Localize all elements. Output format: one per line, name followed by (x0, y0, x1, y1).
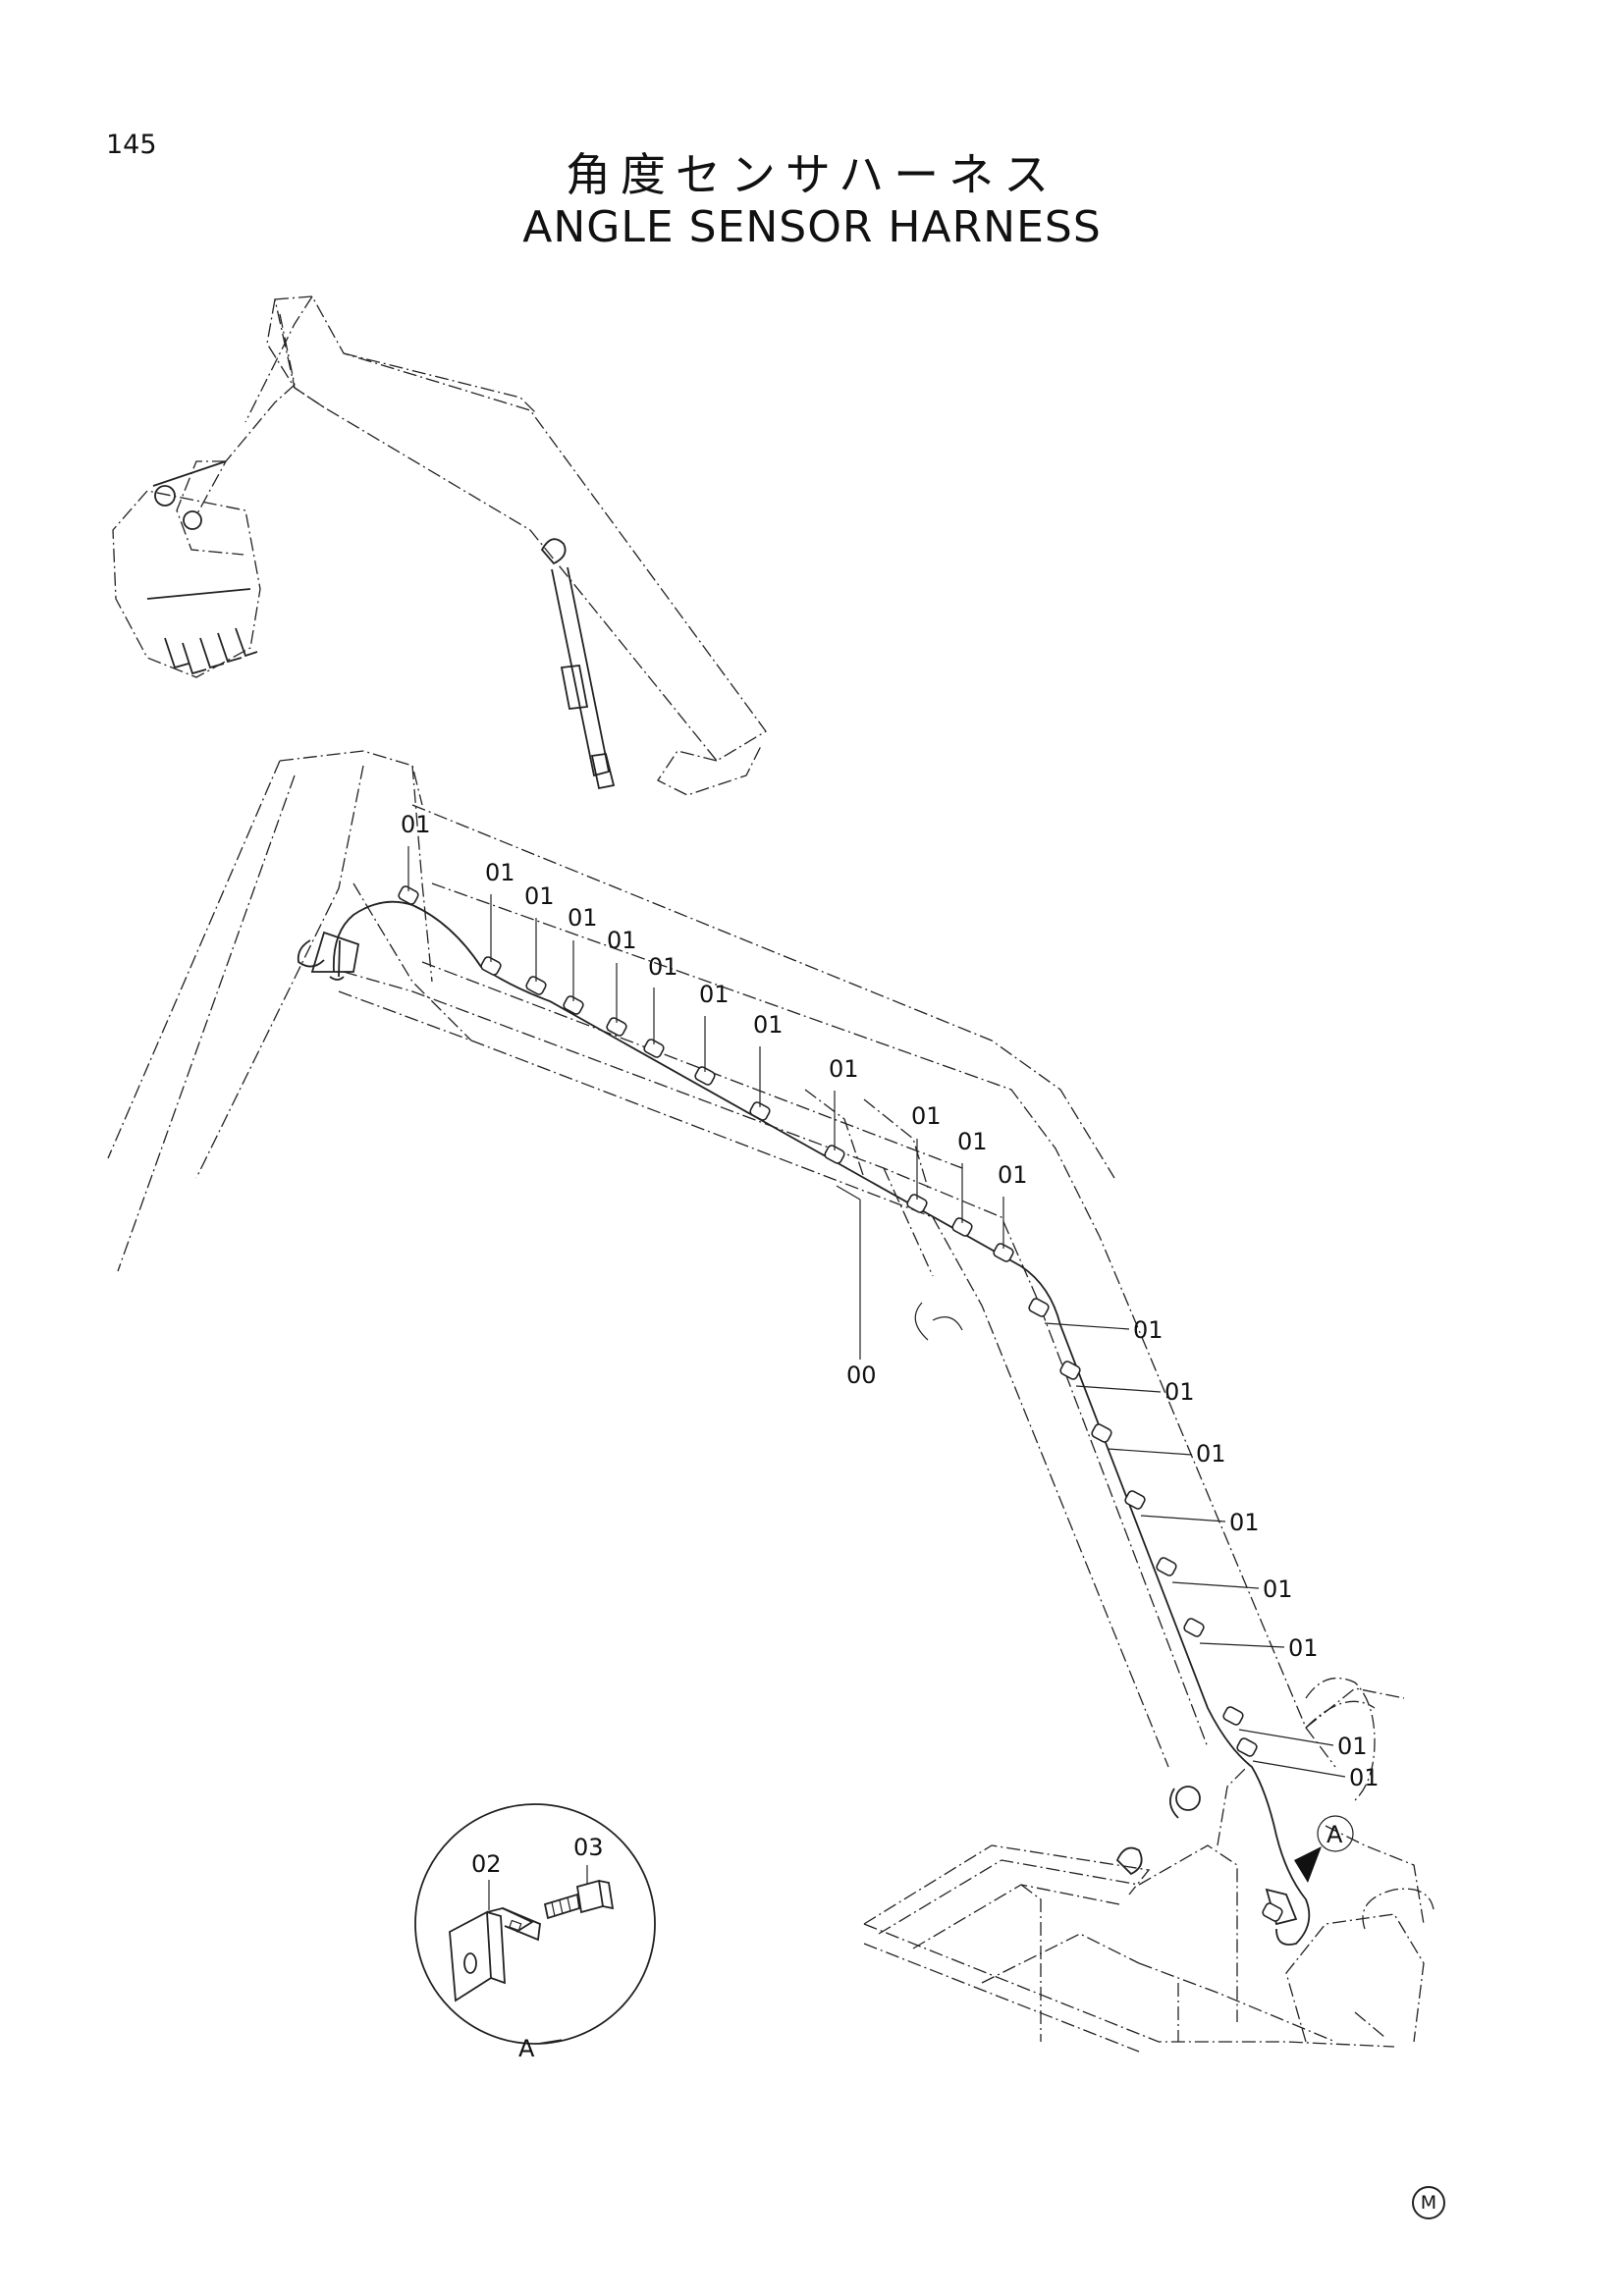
clip-leader-line (1075, 1385, 1162, 1393)
clip-leader-line (1107, 1448, 1193, 1456)
boom-body (107, 750, 1405, 1768)
page-number: 145 (106, 130, 157, 160)
harness-clip (951, 1217, 973, 1237)
callout-clip: 01 (753, 1011, 784, 1039)
callout-harness: 00 (846, 1362, 877, 1389)
clip-markers (398, 885, 1283, 1922)
callout-clip: 01 (699, 981, 730, 1008)
clip-leader-line (1171, 1581, 1260, 1589)
clip-leader-line (1140, 1515, 1226, 1522)
harness-clip (525, 976, 547, 995)
harness-clip (824, 1145, 845, 1164)
harness-clip (1222, 1706, 1244, 1726)
callout-clip: 01 (1229, 1509, 1260, 1536)
clip-leader-line (1199, 1642, 1285, 1648)
callout-clip: 01 (401, 811, 431, 838)
clip-leader-line (1238, 1729, 1334, 1746)
harness-clip (1028, 1298, 1050, 1317)
clip-leader-line (1252, 1760, 1346, 1778)
callout-clip: 01 (1263, 1575, 1293, 1603)
harness-clip (1262, 1902, 1283, 1922)
harness-clip (906, 1194, 928, 1213)
callout-clip: 01 (1133, 1316, 1164, 1344)
clip-leader-line (1044, 1322, 1130, 1330)
callout-clip: 01 (1196, 1440, 1226, 1468)
harness-cable (332, 900, 1311, 1946)
bucket (112, 460, 261, 678)
harness-clip (480, 956, 502, 976)
callout-bolt: 03 (573, 1834, 604, 1861)
harness-clip (1156, 1557, 1177, 1576)
harness-clip (993, 1243, 1014, 1262)
harness-clip (1124, 1490, 1146, 1510)
harness-callout: 00 (836, 1185, 877, 1389)
callout-clip: 01 (1337, 1733, 1368, 1760)
harness-clip (1059, 1361, 1081, 1380)
callout-clip: 01 (524, 882, 555, 910)
view-a-label: A (1326, 1821, 1343, 1848)
callout-bracket: 02 (471, 1850, 502, 1878)
base-frame (863, 1678, 1435, 2053)
detail-a-inset: A 02 03 (414, 1803, 656, 2062)
view-a-pointer: A (1294, 1815, 1354, 1883)
clip-callouts: 01 01 01 01 01 01 01 01 01 01 01 01 01 0… (401, 811, 1380, 1791)
manufacturer-mark: M (1412, 2186, 1445, 2219)
callout-clip: 01 (1288, 1634, 1319, 1662)
callout-clip: 01 (607, 927, 637, 954)
harness-clip (749, 1101, 771, 1121)
harness-clip (1091, 1423, 1112, 1443)
title-japanese: 角度センサハーネス (565, 148, 1059, 201)
callout-clip: 01 (1349, 1764, 1380, 1791)
callout-clip: 01 (1164, 1378, 1195, 1406)
harness-clip (694, 1066, 716, 1086)
callout-clip: 01 (648, 953, 678, 981)
harness-clip (398, 885, 419, 905)
harness-clip (1183, 1618, 1205, 1637)
harness-clip (1236, 1737, 1258, 1757)
clip-leader-lines (407, 846, 1346, 1778)
callout-clip: 01 (911, 1102, 942, 1130)
callout-clip: 01 (998, 1161, 1028, 1189)
arm-assembly (176, 295, 767, 796)
harness-clip (563, 995, 584, 1015)
callout-clip: 01 (568, 904, 598, 932)
harness-clip (606, 1017, 627, 1037)
callout-clip: 01 (829, 1055, 859, 1083)
title-english: ANGLE SENSOR HARNESS (522, 202, 1102, 252)
callout-clip: 01 (485, 859, 515, 886)
callout-clip: 01 (957, 1128, 988, 1155)
detail-a-caption: A (518, 2035, 535, 2062)
harness-clip (643, 1039, 665, 1058)
